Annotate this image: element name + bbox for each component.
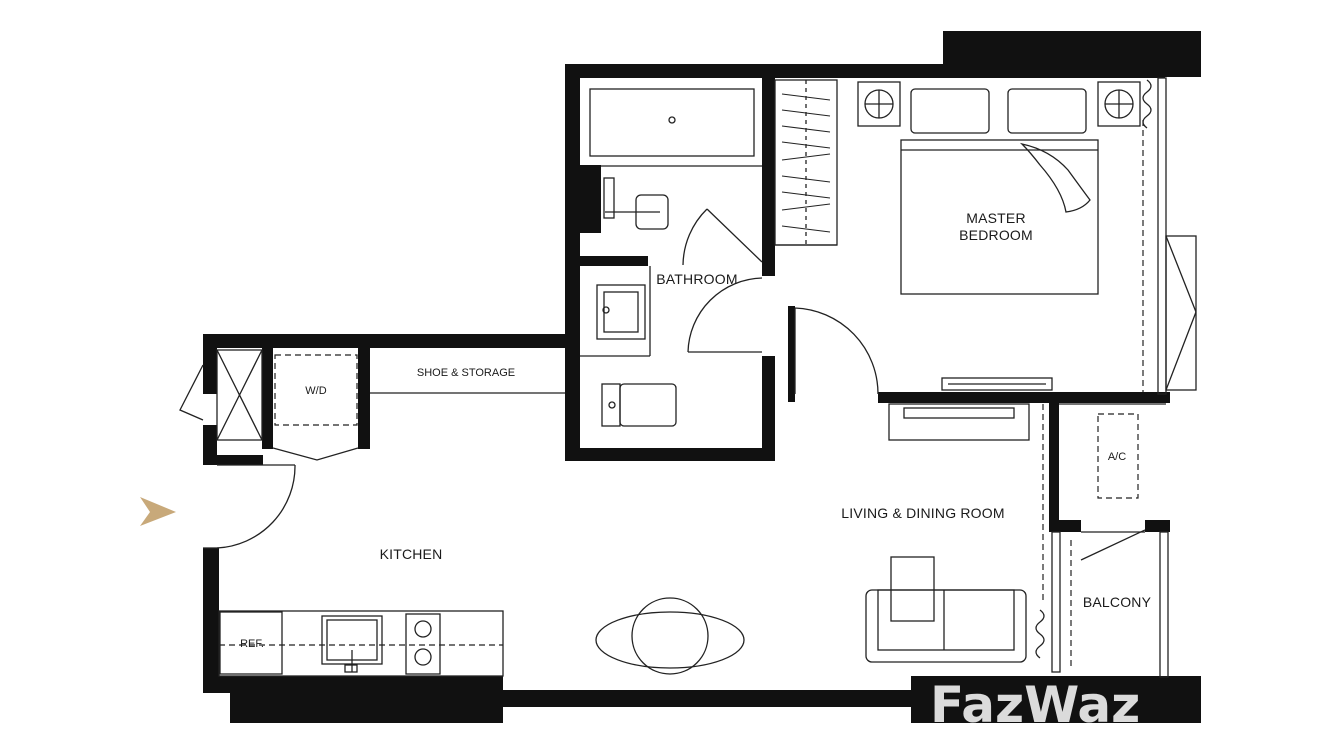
label-master-bedroom-1: MASTER (966, 210, 1026, 226)
entry-closet (216, 349, 263, 441)
shower-valve (603, 177, 615, 219)
walls (203, 31, 1201, 723)
armchair (890, 556, 935, 622)
dining-table (631, 597, 709, 675)
label-living-dining: LIVING & DINING ROOM (841, 505, 1004, 521)
sofa (865, 589, 1027, 663)
toilet-tank (601, 383, 621, 427)
cooktop (405, 613, 441, 675)
dining-chairs (595, 611, 745, 669)
label-wd: W/D (305, 385, 326, 397)
pillow-right (1007, 88, 1087, 134)
watermark: FazWaz (930, 676, 1140, 734)
washer-dryer (274, 354, 358, 426)
pillow-left (910, 88, 990, 134)
nightstand-left (857, 81, 901, 127)
label-balcony: BALCONY (1083, 594, 1152, 610)
refrigerator-box (219, 611, 283, 675)
bed (900, 139, 1099, 295)
bathtub-drain (668, 116, 676, 124)
bathroom-sink (596, 284, 646, 340)
label-bathroom: BATHROOM (656, 271, 737, 287)
room-labels: MASTER BEDROOM BATHROOM SHOE & STORAGE W… (240, 210, 1152, 650)
label-refrigerator: REF. (240, 638, 264, 650)
toilet-bowl (619, 383, 677, 427)
fixtures (179, 77, 1197, 678)
label-ac: A/C (1108, 451, 1126, 463)
bathtub (589, 88, 755, 157)
entry-arrow-icon (140, 497, 176, 526)
label-kitchen: KITCHEN (380, 546, 443, 562)
label-master-bedroom-2: BEDROOM (959, 227, 1033, 243)
bay-window (1165, 235, 1197, 391)
label-shoe-storage: SHOE & STORAGE (417, 367, 515, 379)
bedroom-tv (941, 377, 1053, 391)
tv-console (888, 403, 1030, 441)
kitchen-counter (218, 610, 504, 677)
ac-unit (1097, 413, 1139, 499)
nightstand-right (1097, 81, 1141, 127)
